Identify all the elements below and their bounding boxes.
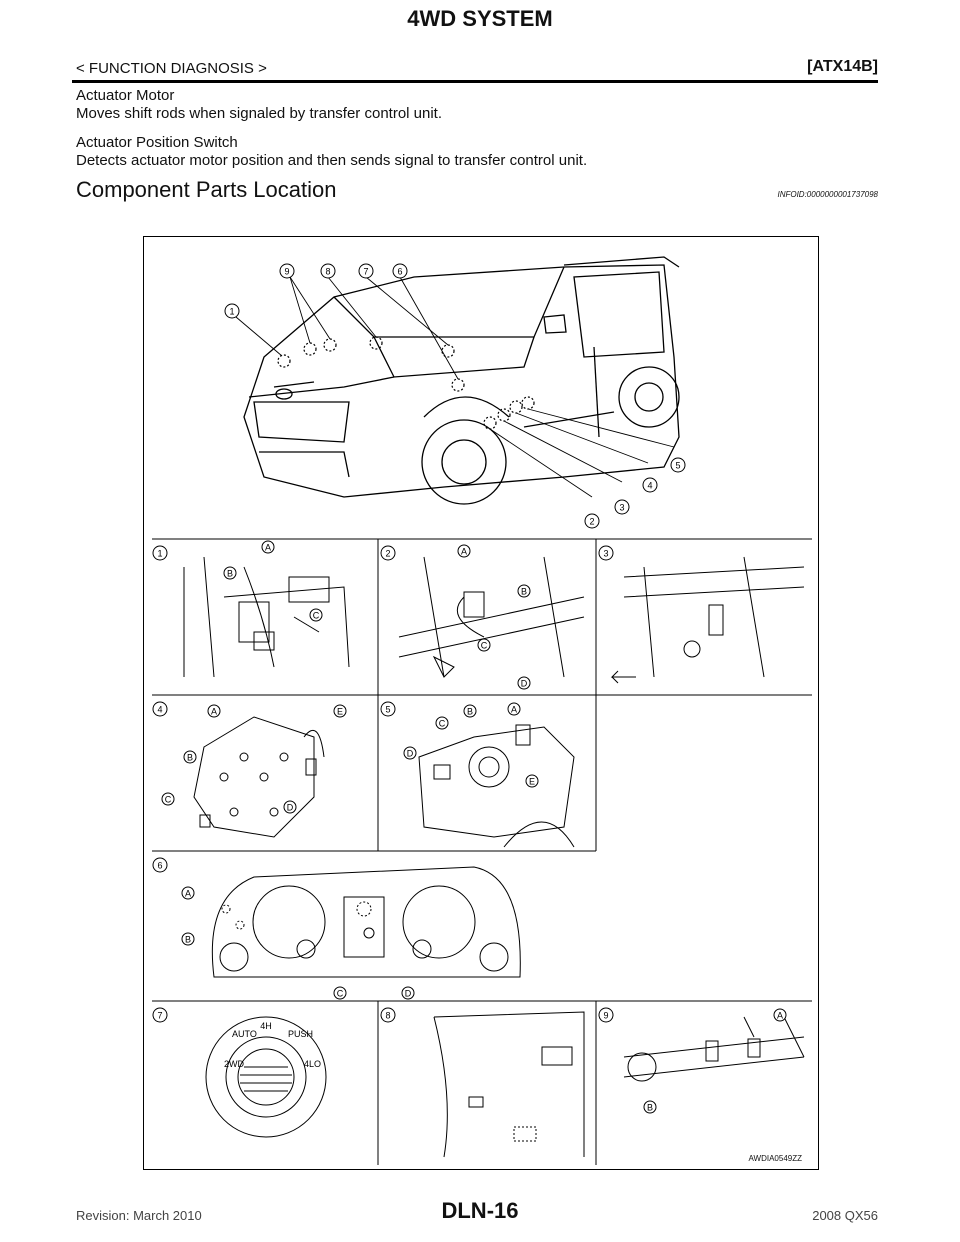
figure-drawing: 1 9 8 7 6 5 4 3 2 1 (152, 256, 812, 1165)
svg-text:E: E (337, 707, 343, 717)
svg-text:C: C (337, 989, 344, 999)
svg-text:A: A (461, 547, 467, 557)
panel-7: 7 2WD AUTO 4H PUSH 4LO (152, 1007, 327, 1138)
svg-text:6: 6 (157, 861, 162, 871)
panel-6: 6 A B C D (152, 857, 521, 1000)
component-location-figure: 1 9 8 7 6 5 4 3 2 1 (143, 236, 819, 1170)
callout-5: 5 (670, 457, 686, 473)
section-title: Component Parts Location (76, 177, 337, 202)
svg-text:4: 4 (647, 481, 652, 491)
panel-grid (152, 538, 812, 1165)
section-breadcrumb: < FUNCTION DIAGNOSIS > (76, 60, 267, 77)
vehicle-illustration (243, 256, 680, 505)
svg-text:5: 5 (675, 461, 680, 471)
svg-text:7: 7 (157, 1011, 162, 1021)
panel-1: 1 A B C (152, 540, 350, 678)
vehicle-model: 2008 QX56 (812, 1208, 878, 1223)
svg-text:C: C (313, 611, 320, 621)
callout-9: 9 (279, 263, 295, 279)
svg-text:7: 7 (363, 267, 368, 277)
vehicle-callouts: 1 9 8 7 6 5 4 3 2 (224, 263, 686, 529)
callout-4: 4 (642, 477, 658, 493)
svg-text:B: B (467, 707, 473, 717)
svg-text:B: B (187, 753, 193, 763)
svg-text:1: 1 (157, 549, 162, 559)
callout-7: 7 (358, 263, 374, 279)
callout-8: 8 (320, 263, 336, 279)
svg-text:1: 1 (229, 307, 234, 317)
svg-text:3: 3 (619, 503, 624, 513)
para-heading-actuator-motor: Actuator Motor (76, 87, 175, 104)
svg-text:A: A (211, 707, 217, 717)
svg-text:8: 8 (325, 267, 330, 277)
svg-text:B: B (647, 1103, 653, 1113)
svg-text:2: 2 (385, 549, 390, 559)
switch-label-2wd: 2WD (224, 1059, 245, 1069)
para-text-position-switch: Detects actuator motor position and then… (76, 152, 588, 169)
svg-text:A: A (185, 889, 191, 899)
svg-text:D: D (521, 679, 528, 689)
revision-date: Revision: March 2010 (76, 1208, 202, 1223)
panel-3: 3 (598, 545, 805, 684)
svg-text:D: D (287, 803, 294, 813)
svg-text:3: 3 (603, 549, 608, 559)
svg-text:4: 4 (157, 705, 162, 715)
svg-text:B: B (185, 935, 191, 945)
panel-8: 8 (380, 1007, 585, 1158)
panel-2: 2 A B C D (380, 544, 585, 690)
panel-5: 5 A B C D E (380, 701, 575, 848)
page-title: 4WD SYSTEM (407, 6, 553, 31)
switch-label-4lo: 4LO (304, 1059, 321, 1069)
svg-text:D: D (407, 749, 414, 759)
switch-label-4h: 4H (260, 1021, 272, 1031)
callout-6: 6 (392, 263, 408, 279)
header-rule (72, 80, 878, 83)
panel-9: 9 A B (598, 1007, 805, 1114)
callout-3: 3 (614, 499, 630, 515)
svg-text:B: B (521, 587, 527, 597)
svg-text:A: A (265, 543, 271, 553)
svg-text:C: C (439, 719, 446, 729)
svg-text:C: C (481, 641, 488, 651)
svg-text:E: E (529, 777, 535, 787)
svg-text:6: 6 (397, 267, 402, 277)
svg-text:2: 2 (589, 517, 594, 527)
callout-2: 2 (584, 513, 600, 529)
page-number: DLN-16 (441, 1198, 519, 1223)
switch-label-push: PUSH (288, 1029, 313, 1039)
svg-text:D: D (405, 989, 412, 999)
svg-text:9: 9 (284, 267, 289, 277)
panel-4: 4 A B C D E (152, 701, 347, 838)
vehicle-leader-lines (235, 276, 675, 498)
svg-text:A: A (777, 1011, 783, 1021)
svg-text:5: 5 (385, 705, 390, 715)
info-id: INFOID:0000000001737098 (777, 190, 878, 199)
switch-label-auto: AUTO (232, 1029, 257, 1039)
svg-text:9: 9 (603, 1011, 608, 1021)
figure-code: AWDIA0549ZZ (748, 1154, 803, 1163)
doc-code: [ATX14B] (807, 58, 878, 75)
svg-text:B: B (227, 569, 233, 579)
para-heading-position-switch: Actuator Position Switch (76, 134, 238, 151)
callout-1: 1 (224, 303, 240, 319)
svg-text:C: C (165, 795, 172, 805)
vehicle-part-markers (277, 336, 535, 430)
svg-text:8: 8 (385, 1011, 390, 1021)
svg-text:A: A (511, 705, 517, 715)
para-text-actuator-motor: Moves shift rods when signaled by transf… (76, 105, 443, 122)
